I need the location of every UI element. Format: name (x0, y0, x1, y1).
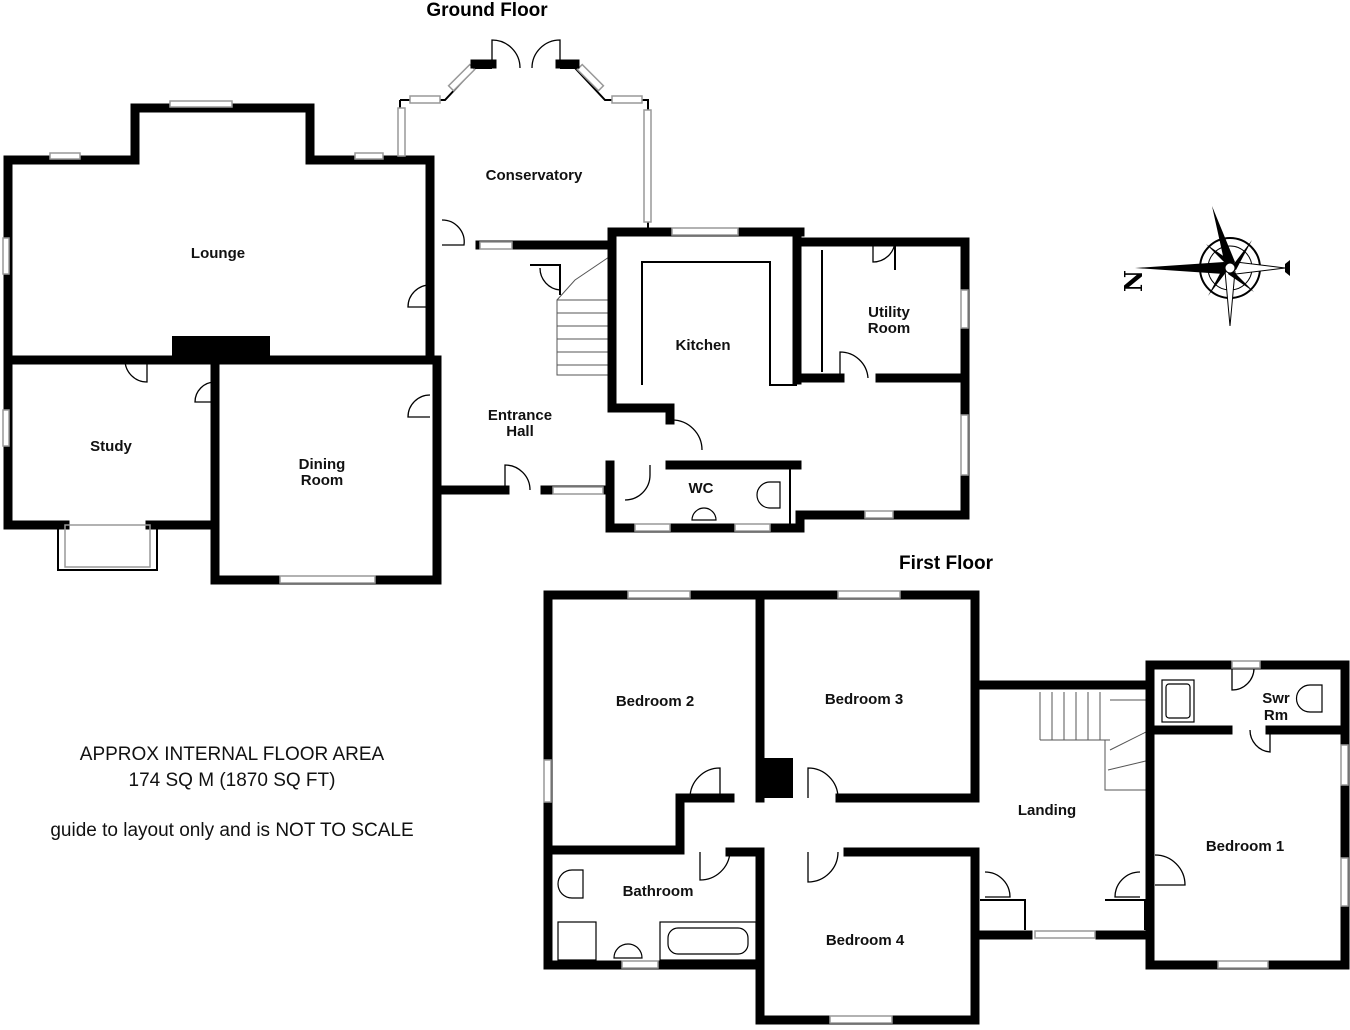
bedroom-3-label: Bedroom 3 (825, 691, 903, 708)
bedroom-2-room (543, 590, 765, 855)
lounge-room (2, 100, 435, 365)
bedroom-4-room (755, 847, 980, 1025)
entrance-hall-label-line1: Entrance (488, 407, 552, 424)
utility-room-label-line1: Utility (868, 304, 910, 321)
dining-room-label-line2: Room (301, 472, 344, 489)
kitchen-label: Kitchen (675, 337, 730, 354)
bathroom-label: Bathroom (623, 883, 694, 900)
dining-room (210, 355, 442, 585)
floor-area-line2: 174 SQ M (1870 SQ FT) (129, 770, 336, 791)
entrance-hall (432, 240, 617, 495)
study-room (2, 355, 220, 571)
shower-room-label-line1: Swr (1262, 690, 1290, 707)
scale-disclaimer: guide to layout only and is NOT TO SCALE (50, 820, 413, 841)
bathroom-room (543, 845, 765, 970)
compass-rose-icon (1135, 206, 1290, 327)
kitchen-room (607, 227, 805, 451)
conservatory-label: Conservatory (486, 167, 583, 184)
bedroom-1-label: Bedroom 1 (1206, 838, 1284, 855)
bedroom-2-label: Bedroom 2 (616, 693, 694, 710)
bedroom-3-room (755, 590, 980, 803)
dining-room-label-line1: Dining (299, 456, 346, 473)
lounge-label: Lounge (191, 245, 245, 262)
ground-floor-title: Ground Floor (426, 0, 548, 21)
conservatory-room (397, 39, 652, 250)
wc-room (605, 460, 970, 533)
shower-room (1145, 660, 1350, 753)
landing-area (970, 680, 1155, 940)
study-label: Study (90, 438, 132, 455)
wc-label: WC (689, 480, 714, 497)
utility-room (795, 237, 970, 520)
shower-room-label-line2: Rm (1264, 707, 1288, 724)
ground-floor-plan (2, 39, 970, 585)
first-floor-plan (543, 590, 1350, 1025)
bedroom-1-room (1145, 725, 1350, 970)
compass-north-label: N (1119, 270, 1148, 292)
landing-label: Landing (1018, 802, 1076, 819)
bedroom-4-label: Bedroom 4 (826, 932, 905, 949)
floor-area-line1: APPROX INTERNAL FLOOR AREA (80, 744, 385, 765)
entrance-hall-label-line2: Hall (506, 423, 534, 440)
utility-room-label-line2: Room (868, 320, 911, 337)
first-floor-title: First Floor (899, 553, 994, 574)
